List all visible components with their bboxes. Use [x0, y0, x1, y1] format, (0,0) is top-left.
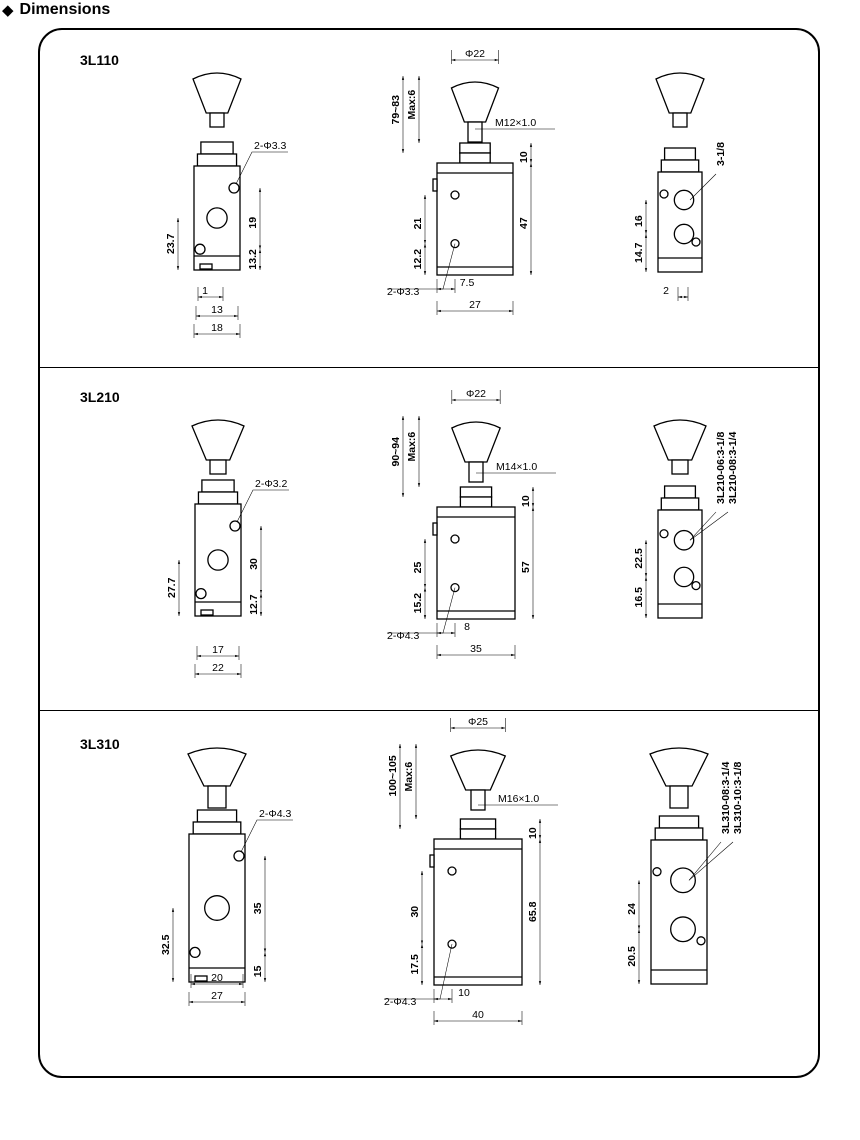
- hole-label: 2-Φ4.3: [387, 630, 419, 642]
- pitch: 24: [626, 903, 638, 915]
- range-label: 100~105: [387, 755, 399, 796]
- pitch: 22.5: [633, 548, 645, 569]
- port-height: 23.7: [165, 233, 177, 254]
- port-label: 3L310-08:3-1/4: [720, 761, 732, 834]
- knob-diameter: Φ22: [466, 388, 486, 400]
- height-upper: 30: [248, 558, 260, 570]
- width-outer: 27: [211, 990, 223, 1002]
- width: 27: [469, 299, 481, 311]
- port-height: 32.5: [160, 934, 172, 955]
- hole-label: 2-Φ4.3: [384, 996, 416, 1008]
- width: 35: [470, 643, 482, 655]
- port-label: 3L310-10:3-1/8: [732, 761, 744, 834]
- hole-label: 2-Φ3.2: [255, 478, 287, 490]
- width-inner: 20: [211, 972, 223, 984]
- offset: 8: [464, 621, 470, 633]
- port-pitch: 21: [412, 217, 424, 229]
- bottom: 20.5: [626, 946, 638, 967]
- knob-diameter: Φ25: [468, 716, 488, 728]
- body-height: 57: [520, 561, 532, 573]
- height-lower: 12.7: [248, 594, 260, 615]
- width-outer: 22: [212, 662, 224, 674]
- offset: 10: [458, 987, 470, 999]
- body-height: 65.8: [527, 901, 539, 922]
- width-inner: 13: [211, 304, 223, 316]
- offset: 1: [202, 285, 208, 297]
- height-upper: 19: [247, 217, 259, 229]
- height-lower: 15: [252, 965, 264, 977]
- knob-diameter: Φ22: [465, 48, 485, 60]
- port-pitch: 30: [409, 906, 421, 918]
- offset: 7.5: [460, 277, 475, 289]
- back-view: 16 14.7 3-1/8 2: [633, 72, 727, 301]
- front-view: 2-Φ4.3 35 15 32.5 20 27: [160, 747, 293, 1006]
- model-label-3l210: 3L210: [80, 389, 120, 405]
- front-view: 2-Φ3.3 19 13.2 23.7 113 18: [165, 72, 288, 338]
- nut-height: 10: [527, 827, 539, 839]
- thread-label: M12×1.0: [495, 117, 536, 129]
- port-label: 3L210-06:3-1/8: [715, 431, 727, 504]
- pitch: 16: [633, 215, 645, 227]
- hole-label: 2-Φ4.3: [259, 808, 291, 820]
- thread-label: M14×1.0: [496, 461, 537, 473]
- front-view: 2-Φ3.2 30 12.7 27.7 17 22: [166, 419, 289, 678]
- bottom: 16.5: [633, 587, 645, 608]
- height-upper: 35: [252, 902, 264, 914]
- dimensions-frame: [38, 28, 820, 1078]
- width-outer: 18: [211, 322, 223, 334]
- hole-label: 2-Φ3.3: [254, 140, 286, 152]
- offset: 2: [663, 285, 669, 297]
- section-divider: [38, 710, 820, 711]
- section-title: Dimensions: [19, 1, 111, 18]
- port-height: 27.7: [166, 577, 178, 598]
- hole-label: 2-Φ3.3: [387, 286, 419, 298]
- nut-height: 10: [518, 151, 530, 163]
- port-pitch: 25: [412, 561, 424, 573]
- diamond-bullet-icon: ◆: [2, 1, 14, 19]
- stroke-label: Max:6: [406, 90, 418, 120]
- stroke-label: Max:6: [406, 432, 418, 462]
- section-heading: ◆ Dimensions: [2, 0, 110, 20]
- height-lower: 13.2: [247, 249, 259, 270]
- model-label-3l110: 3L110: [80, 52, 119, 68]
- port-label: 3-1/8: [715, 142, 727, 166]
- range-label: 79~83: [390, 95, 402, 125]
- port-bottom: 12.2: [412, 249, 424, 270]
- port-label: 3L210-08:3-1/4: [727, 431, 739, 504]
- width: 40: [472, 1009, 484, 1021]
- range-label: 90~94: [390, 437, 402, 467]
- model-label-3l310: 3L310: [80, 736, 120, 752]
- stroke-label: Max:6: [403, 762, 415, 792]
- width-inner: 17: [212, 644, 224, 656]
- body-height: 47: [518, 217, 530, 229]
- section-divider: [38, 367, 820, 368]
- port-bottom: 17.5: [409, 954, 421, 975]
- nut-height: 10: [520, 495, 532, 507]
- thread-label: M16×1.0: [498, 793, 539, 805]
- bottom: 14.7: [633, 242, 645, 263]
- port-bottom: 15.2: [412, 593, 424, 614]
